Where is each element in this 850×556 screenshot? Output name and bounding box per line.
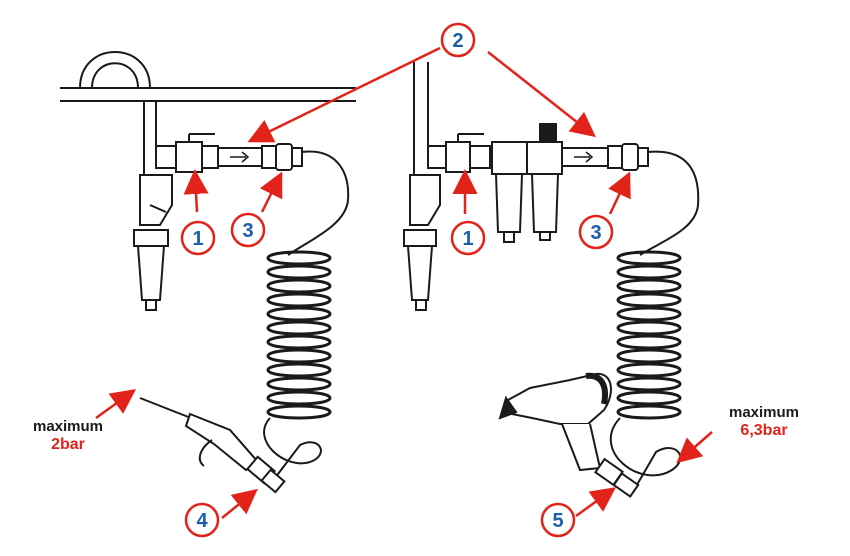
right-filter-regulator [491,123,563,243]
svg-text:3: 3 [242,220,253,242]
svg-text:1: 1 [462,228,473,250]
svg-text:3: 3 [590,222,601,244]
red-arrow-icon [608,171,631,215]
left-installation [60,51,356,494]
callout-1-left: 1 [180,220,216,256]
svg-text:4: 4 [196,510,208,532]
right-check-valve [561,145,623,169]
left-hose-top [287,150,350,256]
left-main-pipe [60,87,356,102]
left-hose-bottom [263,417,322,479]
right-spiral-hose [616,250,682,420]
left-max-word: maximum [32,418,104,435]
red-arrow-icon [221,488,258,519]
left-check-valve [217,145,277,169]
callout-5: 5 [540,502,576,538]
left-spiral-hose [266,250,332,420]
callout-4: 4 [184,502,220,538]
left-swivel-coupling [275,143,303,171]
left-water-separator [133,174,173,311]
callout-2: 2 [440,22,476,58]
red-arrow-icon [247,46,441,143]
right-hose-top [639,150,700,256]
red-arrow-icon [183,169,209,213]
right-max-value: 6,3bar [740,422,788,439]
right-impact-wrench [498,372,640,498]
arrows [95,46,713,519]
right-shutoff-valve [445,133,491,173]
callout-3-left: 3 [230,212,266,248]
right-max-word: maximum [728,404,800,421]
red-arrow-icon [259,171,283,213]
left-drop-pipe [143,101,157,175]
red-arrow-icon [676,431,713,464]
left-blow-gun [139,397,286,494]
left-shutoff-valve [175,133,219,173]
left-pipe-loop [79,51,151,89]
right-max-pressure-label: maximum 6,3bar [714,404,814,440]
callout-3-right: 3 [578,214,614,250]
red-arrow-icon [575,487,617,518]
left-max-value: 2bar [51,436,85,453]
left-max-pressure-label: maximum 2bar [18,418,118,454]
svg-text:1: 1 [192,228,203,250]
callout-1-right: 1 [450,220,486,256]
callouts: 2 1 3 1 3 4 5 [180,22,614,538]
right-water-separator [403,174,441,311]
svg-text:5: 5 [552,510,563,532]
svg-text:2: 2 [452,30,463,52]
red-arrow-icon [487,51,596,138]
right-installation [403,62,700,498]
right-swivel-coupling [621,143,649,171]
red-arrow-icon [95,389,137,420]
right-drop-pipe [413,62,429,175]
right-hose-bottom [609,417,682,491]
